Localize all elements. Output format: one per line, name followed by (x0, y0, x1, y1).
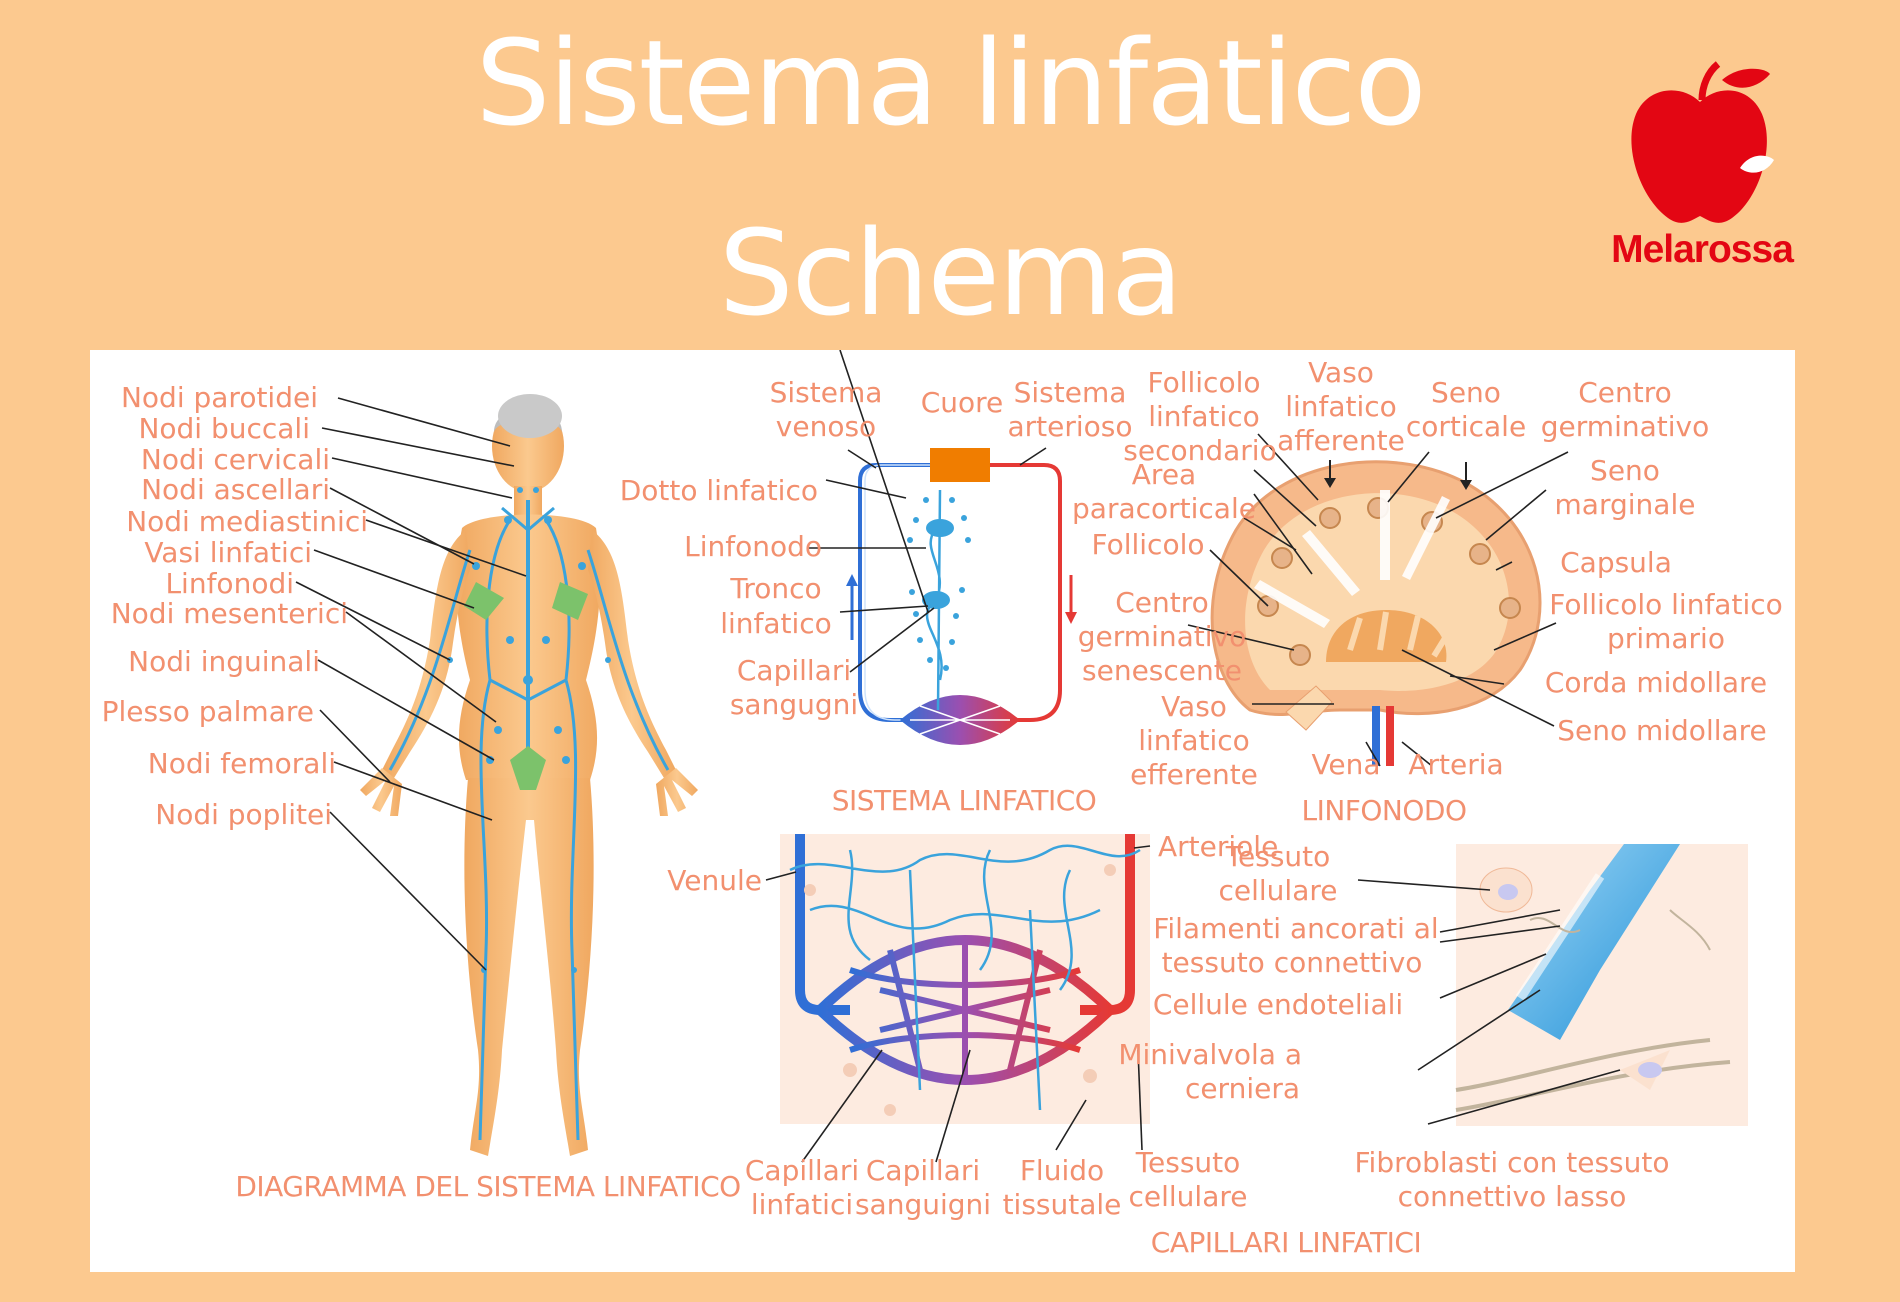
label-centro-germinativo-1: Centro (1578, 376, 1672, 409)
label-follicolo: Follicolo (1091, 528, 1204, 561)
label-seno-marginale-2: marginale (1555, 488, 1696, 521)
label-cellule-endoteliali: Cellule endoteliali (1153, 988, 1403, 1021)
label-sistema-venoso-2: venoso (776, 410, 876, 443)
label-fluido-1: Fluido (1020, 1154, 1104, 1187)
label-fluido-2: tissutale (1003, 1188, 1122, 1221)
label-centro-senescente-3: senescente (1082, 654, 1242, 687)
label-vaso-efferente-1: Vaso (1161, 690, 1227, 723)
lymph-capillary-closeup (1455, 844, 1748, 1126)
label-capillari-linfatici-1: Capillari (745, 1154, 859, 1187)
label-vaso-afferente-3: afferente (1277, 424, 1405, 457)
human-body-figure (360, 394, 698, 1156)
label-arteriole: Arteriole (1158, 830, 1278, 863)
afferent-arrow-icon (1324, 478, 1336, 488)
label-capillari-sangugni-1: Capillari (737, 654, 851, 687)
label-sistema-arterioso-1: Sistema (1014, 376, 1127, 409)
label-seno-corticale-1: Seno (1431, 376, 1501, 409)
brand-name: Melarossa (1611, 228, 1794, 271)
label-cuore: Cuore (921, 386, 1004, 419)
label-centro-senescente-2: germinativo (1078, 620, 1246, 653)
caption-diagramma: DIAGRAMMA DEL SISTEMA LINFATICO (235, 1170, 740, 1203)
label-fibroblasti-2: connettivo lasso (1398, 1180, 1627, 1213)
label-tronco-linfatico-2: linfatico (720, 607, 832, 640)
lymph-system-loop (846, 448, 1077, 745)
afferent-arrow-icon (1460, 480, 1472, 490)
page-subtitle: Schema (718, 204, 1183, 342)
label-nodi-cervicali: Nodi cervicali (141, 443, 330, 476)
label-seno-marginale-1: Seno (1590, 454, 1660, 487)
label-tessuto-cellulare-1: Tessuto (1225, 840, 1331, 873)
lymph-node-blob (926, 519, 954, 537)
label-tessuto-cellulare-basso-2: cellulare (1129, 1180, 1248, 1213)
label-centro-senescente-1: Centro (1115, 586, 1209, 619)
caption-capillari-linfatici: CAPILLARI LINFATICI (1151, 1226, 1421, 1259)
label-venule: Venule (667, 864, 762, 897)
label-sistema-venoso-1: Sistema (770, 376, 883, 409)
label-vaso-efferente-3: efferente (1130, 758, 1258, 791)
label-vaso-afferente-1: Vaso (1308, 356, 1374, 389)
closeup-leader-lines (1357, 879, 1621, 1125)
label-vena: Vena (1311, 748, 1380, 781)
arrow-down-icon (1065, 612, 1077, 624)
label-linfonodi: Linfonodi (165, 567, 294, 600)
caption-linfonodo: LINFONODO (1301, 794, 1466, 827)
heart-block (930, 448, 990, 482)
label-tessuto-cellulare-basso-1: Tessuto (1135, 1146, 1241, 1179)
label-plesso-palmare: Plesso palmare (102, 695, 314, 728)
diagram-canvas: Nodi parotidei Nodi buccali Nodi cervica… (102, 350, 1783, 1259)
label-seno-midollare: Seno midollare (1557, 714, 1767, 747)
label-seno-corticale-2: corticale (1406, 410, 1526, 443)
node-leader-lines (1187, 433, 1569, 767)
capillary-leader-lines (765, 845, 1151, 1163)
caption-sistema-linfatico: SISTEMA LINFATICO (832, 784, 1097, 817)
label-nodi-poplitei: Nodi poplitei (155, 798, 332, 831)
body-leader-lines (295, 397, 527, 971)
label-vaso-efferente-2: linfatico (1138, 724, 1250, 757)
label-centro-germinativo-2: germinativo (1541, 410, 1709, 443)
label-capillari-sangugni-2: sangugni (730, 688, 858, 721)
label-follicolo-secondario-3: secondario (1123, 434, 1276, 467)
label-tronco-linfatico-1: Tronco (729, 572, 821, 605)
label-follicolo-secondario-1: Follicolo (1147, 366, 1260, 399)
capillary-bed-diagram (780, 834, 1150, 1124)
label-nodi-inguinali: Nodi inguinali (128, 645, 320, 678)
label-filamenti-1: Filamenti ancorati al (1153, 912, 1438, 945)
label-capillari-sanguigni-1: Capillari (866, 1154, 980, 1187)
label-minivalvola-1: Minivalvola a (1118, 1038, 1302, 1071)
lymph-node-blob (922, 591, 950, 609)
label-filamenti-2: tessuto connettivo (1162, 946, 1423, 979)
page-title: Sistema linfatico (475, 14, 1426, 152)
label-nodi-mediastinici: Nodi mediastinici (126, 505, 368, 538)
label-nodi-mesenterici: Nodi mesenterici (111, 597, 348, 630)
melarossa-apple-logo (1631, 61, 1774, 223)
label-corda-midollare: Corda midollare (1545, 666, 1767, 699)
label-follicolo-primario-1: Follicolo linfatico (1549, 588, 1783, 621)
label-fibroblasti-1: Fibroblasti con tessuto (1354, 1146, 1669, 1179)
diagram-panel: Nodi parotidei Nodi buccali Nodi cervica… (90, 350, 1795, 1272)
label-minivalvola-2: cerniera (1185, 1072, 1300, 1105)
label-dotto-linfatico: Dotto linfatico (620, 474, 818, 507)
system-leader-lines (808, 350, 1047, 673)
lymph-node-diagram (1210, 460, 1542, 766)
label-tessuto-cellulare-2: cellulare (1219, 874, 1338, 907)
label-linfonodo: Linfonodo (684, 530, 822, 563)
label-area-paracorticale-2: paracorticale (1072, 492, 1256, 525)
label-nodi-parotidei: Nodi parotidei (121, 381, 318, 414)
label-arteria: Arteria (1408, 748, 1503, 781)
arrow-up-icon (846, 574, 858, 586)
label-vaso-afferente-2: linfatico (1285, 390, 1397, 423)
label-capillari-sanguigni-2: sanguigni (855, 1188, 991, 1221)
label-area-paracorticale-1: Area (1132, 458, 1196, 491)
label-vasi-linfatici: Vasi linfatici (144, 536, 312, 569)
label-nodi-femorali: Nodi femorali (148, 747, 336, 780)
label-capsula: Capsula (1560, 546, 1672, 579)
label-nodi-ascellari: Nodi ascellari (141, 473, 330, 506)
label-nodi-buccali: Nodi buccali (138, 412, 310, 445)
label-follicolo-secondario-2: linfatico (1148, 400, 1260, 433)
label-sistema-arterioso-2: arterioso (1007, 410, 1132, 443)
label-follicolo-primario-2: primario (1607, 622, 1725, 655)
label-capillari-linfatici-2: linfatici (751, 1188, 853, 1221)
